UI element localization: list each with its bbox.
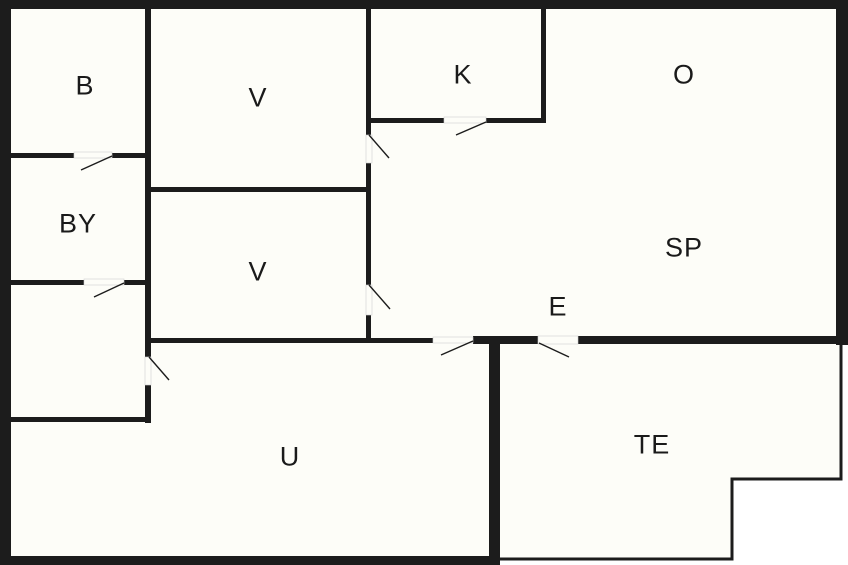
door-e-te [537, 335, 579, 358]
room-label-b: B [75, 70, 95, 101]
room-label-by: BY [58, 208, 98, 239]
room-label-o: O [672, 59, 696, 90]
room-label-v-top: V [248, 82, 268, 113]
floor-te [500, 343, 842, 559]
interior-walls [10, 9, 846, 565]
room-label-k: K [453, 59, 473, 90]
room-label-sp: SP [664, 232, 704, 263]
room-label-e: E [548, 291, 568, 322]
door-v-top-hall [365, 134, 390, 164]
door-hall-u [432, 336, 474, 356]
door-b-by [73, 151, 113, 171]
door-k-hall [443, 116, 487, 136]
door-v-bottom-hall [365, 284, 391, 316]
floor-upper [10, 9, 836, 339]
room-label-v-bottom: V [248, 256, 268, 287]
floor-u [10, 339, 492, 557]
room-label-te: TE [633, 429, 671, 460]
door-by-closet [83, 278, 125, 298]
door-closet-u [144, 356, 170, 386]
te-outline [500, 343, 843, 561]
room-label-u: U [279, 441, 301, 472]
